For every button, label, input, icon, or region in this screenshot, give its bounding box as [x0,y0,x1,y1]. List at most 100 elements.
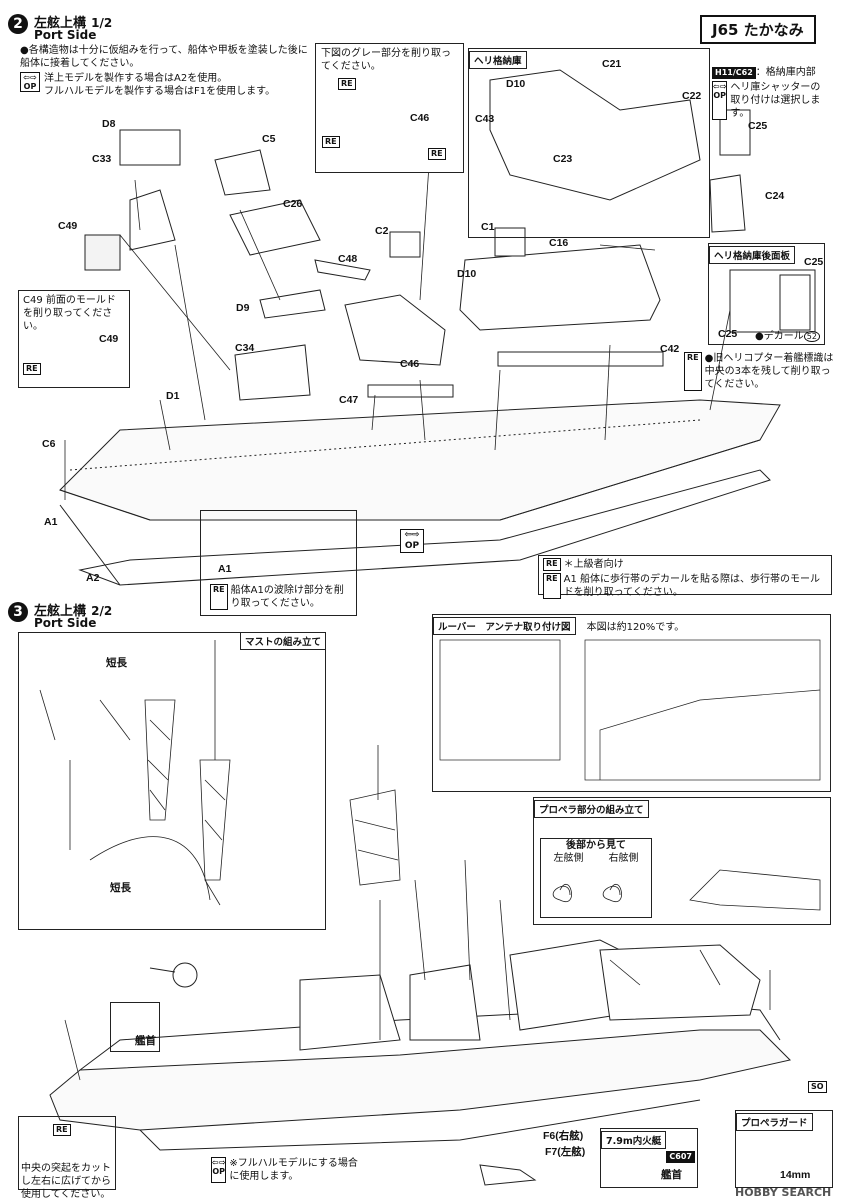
short-long-label: 短長 [106,657,127,669]
rear-view-box: 後部から見て 左舷側右舷側 [540,838,652,918]
a1-note: RE 船体A1の波除け部分を削り取ってください。 [210,584,350,610]
part-label: C46 [400,358,420,370]
gray-part-box: 下図のグレー部分を削り取ってください。 RE RE RE C46 [315,43,464,173]
re-badge: RE [53,1124,71,1136]
rear-view-title: 後部から見て [566,840,626,851]
part-label: C24 [765,190,785,202]
part-label: C26 [283,198,303,210]
part-label: C6 [42,438,56,450]
mast-box: マストの組み立て [18,632,326,930]
c49-note-box: C49 前面のモールドを削り取ってください。 C49 RE [18,290,130,388]
old-marking-text: ●旧ヘリコプター着艦標識は中央の3本を残して削り取ってください。 [704,353,834,390]
kit-title: J65 たかなみ [700,15,816,44]
op-badge: ⇦⇨OP [712,81,728,120]
part-label: C25 [748,120,768,132]
hangar-back-title: ヘリ格納庫後面板 [709,246,796,264]
hangar-back-box: ヘリ格納庫後面板 [708,243,825,345]
so-tag: SO [808,1081,827,1093]
part-label: C43 [475,113,495,125]
part-label: D10 [506,78,526,90]
op-badge: ⇦⇨OP [20,72,40,92]
hangar-interior-note: H11/C62：格納庫内部 ⇦⇨OP ヘリ庫シャッターの取り付けは選択します。 [712,66,830,120]
part-label: C49 [99,333,119,345]
part-label: C23 [553,153,573,165]
part-label: C42 [660,343,680,355]
re-badge: RE [23,363,41,375]
b31-note: 中央の突起をカットし左右に広げてから使用してください。 [21,1163,111,1200]
part-label: C16 [549,237,569,249]
watermark: HOBBY SEARCH [735,1186,832,1199]
re-badge: RE [322,136,340,148]
hangar-interior-tag: H11/C62 [712,67,756,79]
side-labels: 左舷側右舷側 [553,853,639,864]
op-marker: ⇦⇨OP [400,522,424,553]
op-badge: ⇦⇨OP [211,1157,227,1183]
part-label: C46 [410,112,430,124]
step2-fraction: 1/2 [91,16,113,30]
bow-box: 艦首 [110,1002,160,1052]
step3-fraction: 2/2 [91,604,113,618]
gray-note: 下図のグレー部分を削り取ってください。 [321,48,451,72]
old-marking-note: RE ●旧ヘリコプター着艦標識は中央の3本を残して削り取ってください。 [684,352,834,391]
part-label: C22 [682,90,702,102]
boat-title: 7.9m内火艇 [601,1131,667,1149]
c49-note: C49 前面のモールドを削り取ってください。 [23,295,116,332]
step2-op-notes: ⇦⇨OP 洋上モデルを製作する場合はA2を使用。 フルハルモデルを製作する場合は… [20,72,275,98]
part-label: C48 [338,253,358,265]
mast-box-title: マストの組み立て [239,632,326,650]
fullhull-op-text: ※フルハルモデルにする場合に使用します。 [229,1158,358,1182]
hangar-box: ヘリ格納庫 [468,48,710,238]
hangar-box-title: ヘリ格納庫 [469,51,527,69]
part-label: C49 [58,220,78,232]
part-label: C5 [262,133,276,145]
a1-note-text: 船体A1の波除け部分を削り取ってください。 [230,585,344,609]
louver-scale: 本図は約120%です。 [586,622,685,633]
bow-label: 艦首 [135,1035,156,1047]
propeller-guard-box: プロペラガード 14mm [735,1110,833,1188]
part-label: A1 [218,563,232,575]
re-badge: RE [428,148,446,160]
part-label: C33 [92,153,112,165]
op-badge: ⇦⇨OP [400,529,424,553]
fullhull-note: フルハルモデルを製作する場合はF1を使用します。 [44,86,276,97]
re-badge: RE [684,352,702,391]
guard-title: プロペラガード [736,1113,813,1131]
part-label: C25 [718,328,738,340]
part-label: D9 [236,302,250,314]
advanced-title-row: RE＊上級者向け [543,558,827,571]
step3-number: 3 [8,602,28,622]
part-label: D8 [102,118,116,130]
f7-label: F7(左舷) [545,1146,586,1158]
shutter-note: ヘリ庫シャッターの取り付けは選択します。 [730,82,821,119]
b31-note-box: RE 中央の突起をカットし左右に広げてから使用してください。 [18,1116,116,1200]
re-badge: RE [338,78,356,90]
short-long-label: 短長 [110,882,131,894]
propeller-box-title: プロペラ部分の組み立て [534,800,649,818]
part-label: A1 [44,516,58,528]
part-label: C34 [235,342,255,354]
hangar-interior-text: ：格納庫内部 [755,67,816,78]
part-label: D1 [166,390,180,402]
step2-heading: 左舷上構 1/2 [34,12,112,31]
part-label: C2 [375,225,389,237]
step3-title: 左舷上構 [34,604,87,619]
part-label: C21 [602,58,622,70]
guard-dim: 14mm [780,1169,811,1181]
louver-box-title: ルーバー アンテナ取り付け図 [433,617,576,635]
part-label: C25 [804,256,824,268]
boat-box: 7.9m内火艇 C607 艦首 [600,1128,698,1188]
fullhull-op-note: ⇦⇨OP ※フルハルモデルにする場合に使用します。 [211,1157,361,1183]
c607-tag: C607 [666,1151,695,1163]
step2-number: 2 [8,14,28,34]
louver-box: ルーバー アンテナ取り付け図 本図は約120%です。 [432,614,831,792]
part-label: C1 [481,221,495,233]
step3-heading: 左舷上構 2/2 [34,600,112,619]
step2-subtitle: Port Side [34,28,97,42]
step2-title: 左舷上構 [34,16,87,31]
a1-note-box [200,510,357,616]
part-label: D10 [457,268,477,280]
propeller-box: プロペラ部分の組み立て [533,797,831,925]
re-badge: RE [210,584,228,610]
